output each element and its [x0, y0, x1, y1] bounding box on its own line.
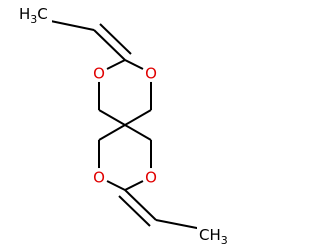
- bond-spiro-ch2-left-bottom: [98, 124, 126, 141]
- bond-double-top-a: [93, 29, 126, 61]
- oxygen-bg-top-right: [142, 64, 160, 82]
- methyl-label-top: H3C: [19, 5, 48, 26]
- methyl-label-bottom: CH3: [199, 226, 228, 247]
- methyl-bottom-element: C: [199, 226, 209, 244]
- bond-double-top-b: [99, 23, 132, 55]
- bond-spiro-ch2-right-bottom: [124, 124, 152, 141]
- bond-double-bottom-b: [118, 195, 151, 227]
- molecule-diagram: O O O O H3C CH3: [16, 4, 237, 247]
- oxygen-bg-bottom-right: [142, 168, 160, 186]
- oxygen-atom-bottom-left: O: [93, 169, 105, 187]
- methyl-bg-top: [16, 4, 52, 24]
- oxygen-bg-bottom-left: [90, 168, 108, 186]
- oxygen-atom-top-right: O: [145, 65, 157, 83]
- methyl-bottom-suffix: H: [209, 226, 220, 244]
- methyl-top-element: H: [19, 5, 30, 23]
- oxygen-atom-top-left: O: [93, 65, 105, 83]
- bond-ch2-spiro-right-top: [124, 109, 152, 126]
- methyl-bottom-subscript: 3: [221, 234, 228, 247]
- oxygen-bg-top-left: [90, 64, 108, 82]
- oxygen-atom-bottom-right: O: [145, 169, 157, 187]
- bond-double-bottom-a: [124, 189, 157, 221]
- bond-ch2-spiro-left-top: [98, 109, 126, 126]
- methyl-bg-bottom: [197, 224, 237, 246]
- methyl-top-suffix: C: [37, 5, 47, 23]
- methyl-top-subscript: 3: [30, 13, 37, 26]
